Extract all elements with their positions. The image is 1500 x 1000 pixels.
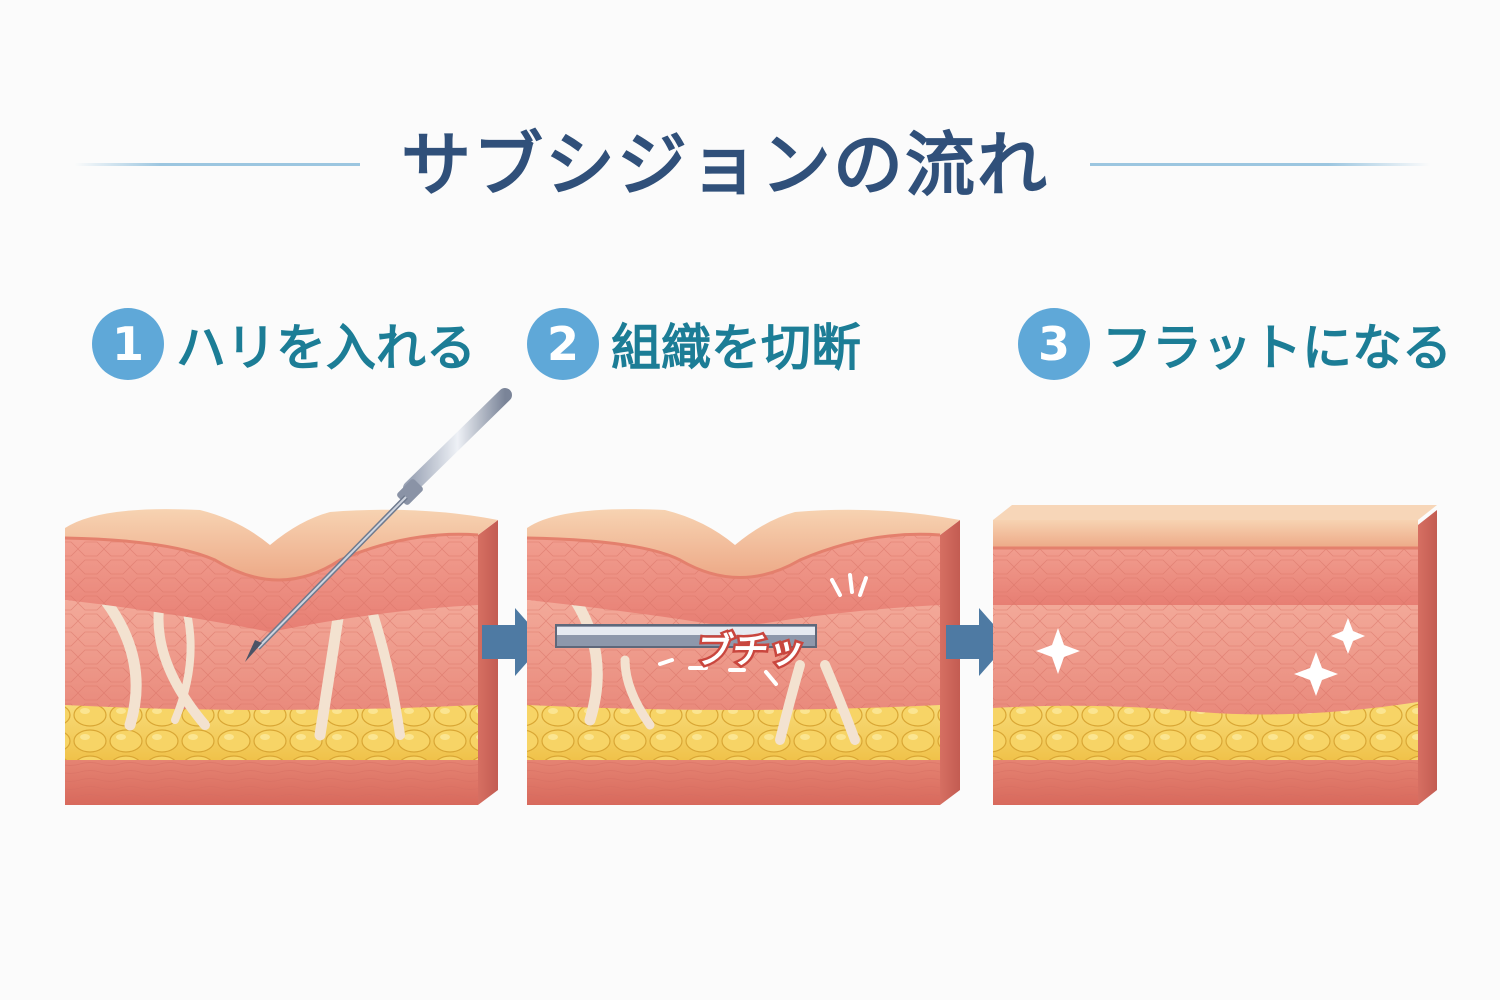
title-divider-left bbox=[75, 163, 360, 166]
step-3-header: 3 フラットになる bbox=[1018, 308, 1452, 380]
step-1-header: 1 ハリを入れる bbox=[92, 308, 476, 380]
sound-effect-label: ブチッ bbox=[694, 629, 808, 672]
block-2-side bbox=[940, 520, 960, 805]
page-title: サブシジョンの流れ bbox=[401, 124, 1049, 206]
block-3-side bbox=[1418, 510, 1437, 805]
cannula-icon bbox=[555, 624, 817, 648]
block-3-epidermis-top bbox=[993, 505, 1437, 520]
sparkle-icon bbox=[1036, 618, 1365, 696]
title-row: サブシジョンの流れ bbox=[0, 115, 1500, 215]
step-3-label: フラットになる bbox=[1102, 319, 1452, 377]
step-1-number-badge: 1 bbox=[92, 308, 164, 380]
block-1-side bbox=[478, 520, 498, 805]
step-1-label: ハリを入れる bbox=[176, 319, 476, 377]
subcision-diagram: ブチッ bbox=[64, 388, 1437, 805]
block-2-epidermis bbox=[527, 509, 960, 578]
step-2-number-badge: 2 bbox=[527, 308, 599, 380]
block-3-epidermis bbox=[993, 520, 1418, 548]
step-3-skin-block bbox=[993, 505, 1437, 805]
title-divider-right bbox=[1090, 163, 1430, 166]
step-2-label: 組織を切断 bbox=[611, 319, 861, 377]
block-2-cut-bands bbox=[569, 594, 860, 745]
cut-spark-marks bbox=[658, 573, 868, 686]
step-2-header: 2 組織を切断 bbox=[527, 308, 861, 380]
step-1-skin-block bbox=[64, 388, 512, 805]
step-2-skin-block: ブチッ bbox=[526, 509, 960, 805]
needle-icon bbox=[245, 388, 512, 662]
block-1-epidermis bbox=[65, 509, 498, 580]
step-3-number-badge: 3 bbox=[1018, 308, 1090, 380]
